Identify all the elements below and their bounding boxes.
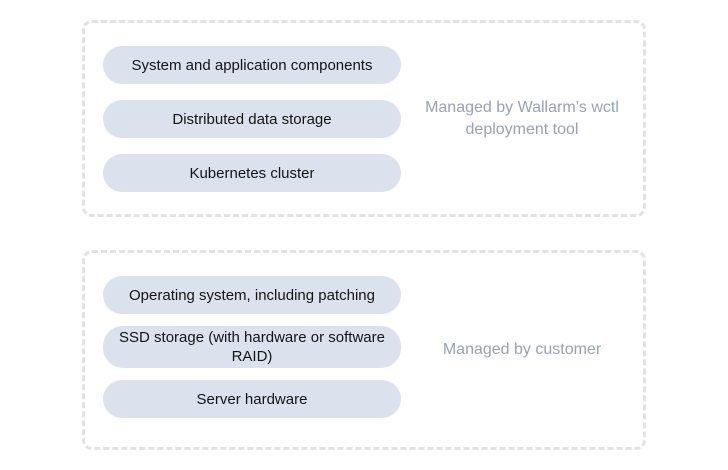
pill-distributed-data-storage: Distributed data storage <box>103 100 401 138</box>
pill-system-and-application-components: System and application components <box>103 46 401 84</box>
wallarm-managed-label-area: Managed by Wallarm’s wctl deployment too… <box>401 23 643 214</box>
customer-managed-label: Managed by customer <box>442 341 602 358</box>
wallarm-managed-pill-list: System and application components Distri… <box>103 46 401 214</box>
customer-managed-pill-list: Operating system, including patching SSD… <box>103 276 401 447</box>
zone-wallarm-managed: System and application components Distri… <box>82 20 646 217</box>
pill-operating-system: Operating system, including patching <box>103 276 401 314</box>
pill-ssd-storage: SSD storage (with hardware or software R… <box>103 326 401 368</box>
pill-kubernetes-cluster: Kubernetes cluster <box>103 154 401 192</box>
pill-server-hardware: Server hardware <box>103 380 401 418</box>
customer-managed-label-area: Managed by customer <box>401 253 643 447</box>
zone-customer-managed: Operating system, including patching SSD… <box>82 250 646 450</box>
wallarm-managed-label: Managed by Wallarm’s wctl deployment too… <box>425 98 619 138</box>
